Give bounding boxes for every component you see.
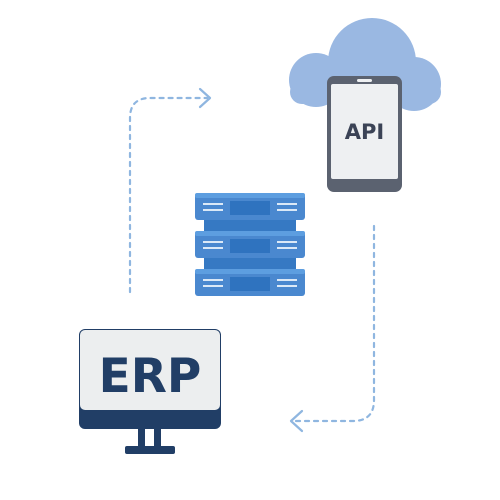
server-vent-line	[277, 285, 297, 287]
dashed-arrow-down-left-line	[292, 224, 376, 423]
server-unit	[195, 269, 305, 296]
server-unit-top	[195, 231, 305, 236]
api-label: API	[345, 120, 384, 144]
server-vent-line	[277, 209, 297, 211]
server-unit-top	[195, 193, 305, 198]
server-vent-line	[277, 247, 297, 249]
dashed-arrow-down-left	[289, 224, 376, 433]
monitor-screen	[80, 330, 220, 410]
desktop-monitor-icon: ERP	[79, 329, 221, 454]
mobile-speaker	[357, 79, 372, 82]
mobile-device-icon: API	[327, 76, 402, 192]
server-vent-line	[203, 279, 223, 281]
server-unit-panel	[230, 277, 270, 291]
server-vent-line	[203, 285, 223, 287]
server-connector	[204, 220, 296, 231]
dashed-arrow-up-right-line	[128, 96, 209, 294]
server-unit-panel	[230, 239, 270, 253]
server-vent-line	[203, 203, 223, 205]
server-stack-icon	[195, 193, 305, 296]
erp-label: ERP	[99, 349, 202, 404]
monitor-neck-left	[138, 429, 145, 449]
server-unit	[195, 193, 305, 220]
dashed-arrow-down-left-head	[289, 409, 304, 433]
server-vent-line	[277, 279, 297, 281]
mobile-screen	[331, 84, 398, 179]
server-connector	[204, 258, 296, 269]
server-unit-panel	[230, 201, 270, 215]
monitor-neck-right	[154, 429, 161, 449]
dashed-arrow-up-right-head	[198, 87, 212, 109]
dashed-arrow-up-right	[128, 87, 212, 294]
server-unit-top	[195, 269, 305, 274]
server-vent-line	[277, 241, 297, 243]
server-unit	[195, 231, 305, 258]
monitor-base	[125, 446, 175, 454]
server-vent-line	[203, 247, 223, 249]
server-vent-line	[277, 203, 297, 205]
server-vent-line	[203, 209, 223, 211]
server-vent-line	[203, 241, 223, 243]
